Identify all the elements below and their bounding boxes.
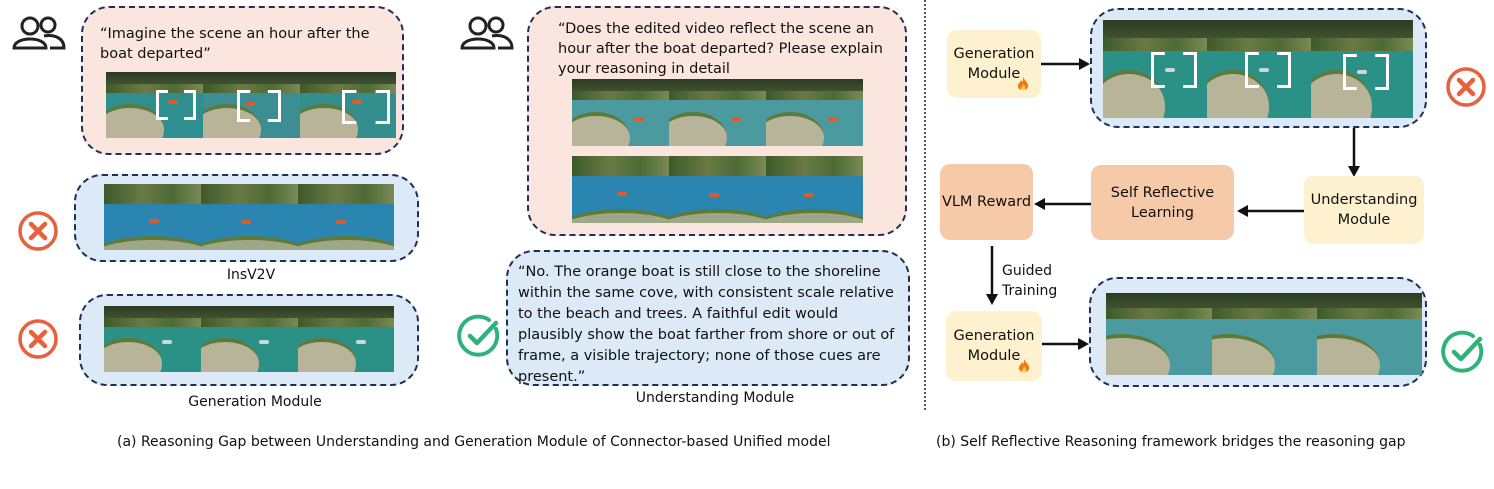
x-circle-icon	[18, 319, 58, 359]
initial-generation-frames	[1103, 20, 1413, 118]
arrow-reward-to-generation	[986, 246, 998, 305]
insv2v-label: InsV2V	[226, 267, 276, 283]
video-frame	[1207, 20, 1311, 118]
generation-module-text: Generation Module	[953, 46, 1035, 82]
question-frames-row1	[572, 79, 863, 146]
video-frame	[766, 156, 863, 223]
source-frames	[106, 72, 396, 138]
answer-panel	[506, 250, 910, 386]
video-frame	[203, 72, 300, 138]
video-frame	[669, 156, 766, 223]
guided-training-label: Guided Training	[1002, 263, 1058, 299]
caption-b: (b) Self Reflective Reasoning framework …	[936, 434, 1406, 450]
x-circle-icon	[1446, 67, 1486, 107]
flame-icon	[1018, 359, 1030, 373]
caption-a: (a) Reasoning Gap between Understanding …	[117, 434, 831, 450]
question-frames-row2	[572, 156, 863, 223]
flame-icon	[1017, 77, 1029, 91]
understanding-module-label: Understanding Module	[635, 390, 795, 406]
video-frame	[300, 72, 396, 138]
answer-text: “No. The orange boat is still close to t…	[518, 264, 895, 385]
question-text: “Does the edited video reflect the scene…	[558, 21, 883, 77]
understanding-module-text: Understanding Module	[1310, 192, 1418, 228]
vlm-reward-text: VLM Reward	[941, 194, 1032, 210]
users-icon	[12, 16, 66, 50]
check-circle-icon	[1441, 330, 1484, 373]
video-frame	[104, 306, 201, 372]
generation-frames	[104, 306, 394, 372]
generation-module-text: Generation Module	[953, 328, 1035, 364]
arrow-frames-to-understanding	[1348, 128, 1360, 177]
x-circle-icon	[18, 211, 58, 251]
insv2v-frames	[104, 184, 394, 250]
arrow-understanding-to-reflective	[1237, 205, 1304, 217]
video-frame	[201, 184, 298, 250]
vlm-reward-box: VLM Reward	[940, 164, 1033, 240]
video-frame	[1212, 293, 1317, 375]
video-frame	[106, 72, 203, 138]
arrow-reflective-to-reward	[1034, 198, 1091, 210]
users-icon	[460, 16, 514, 50]
video-frame	[572, 156, 669, 223]
check-circle-icon	[457, 314, 500, 357]
video-frame	[572, 79, 669, 146]
video-frame	[1317, 293, 1422, 375]
video-frame	[1103, 20, 1207, 118]
understanding-module-box: Understanding Module	[1304, 176, 1424, 244]
video-frame	[298, 184, 394, 250]
video-frame	[669, 79, 766, 146]
self-reflective-learning-text: Self Reflective Learning	[1110, 184, 1215, 221]
video-frame	[104, 184, 201, 250]
panel-divider	[924, 0, 926, 410]
video-frame	[298, 306, 394, 372]
arrow-gen-to-frames	[1041, 58, 1090, 70]
video-frame	[1311, 20, 1413, 118]
generation-module-label: Generation Module	[188, 394, 322, 410]
video-frame	[766, 79, 863, 146]
video-frame	[1106, 293, 1212, 375]
self-reflective-learning-box: Self Reflective Learning	[1091, 165, 1234, 240]
improved-generation-frames	[1106, 293, 1422, 375]
edit-prompt: “Imagine the scene an hour after the boa…	[100, 26, 370, 62]
arrow-gen-to-improved-frames	[1042, 338, 1089, 350]
video-frame	[201, 306, 298, 372]
